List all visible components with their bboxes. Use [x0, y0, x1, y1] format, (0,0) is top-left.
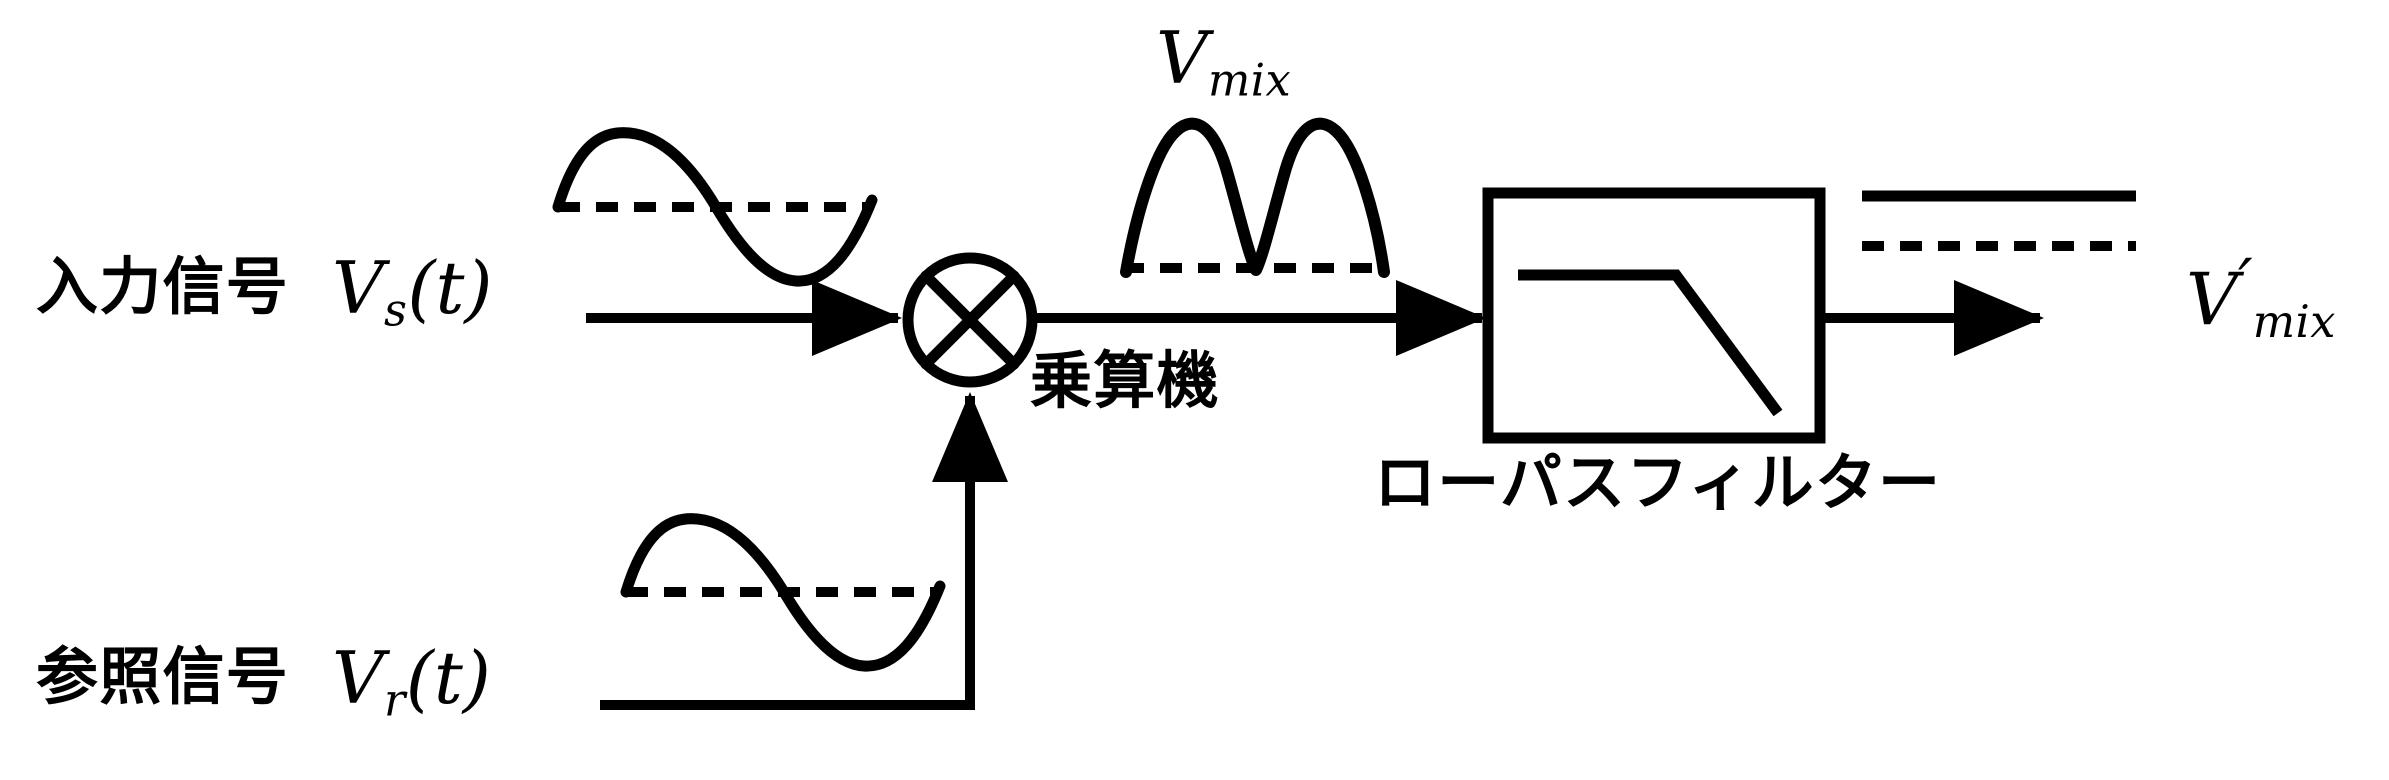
output-signal-symbol-sub: mix	[2252, 295, 2336, 348]
mixed-rectified-waveform	[1120, 117, 1390, 278]
reference-signal-symbol-sub: r	[384, 674, 406, 727]
reference-signal-symbol-arg: (t)	[405, 636, 491, 720]
input-signal-symbol-sub: s	[384, 284, 408, 337]
output-signal-symbol: V′mix	[2186, 251, 2336, 348]
multiplier-node[interactable]	[902, 252, 1038, 388]
output-signal-symbol-base: V	[2186, 257, 2238, 342]
input-sine-waveform	[552, 127, 878, 287]
low-pass-filter-label: ローパスフィルター	[1374, 446, 1942, 519]
mixed-waveform-curve	[1120, 117, 1390, 278]
multiplier-label: 乗算機	[1030, 344, 1220, 417]
mixed-signal-symbol: Vmix	[1156, 22, 1291, 103]
input-signal-symbol: Vs(t)	[332, 252, 492, 333]
input-sine-curve	[552, 127, 878, 287]
input-signal-label: 入力信号	[36, 250, 289, 323]
reference-signal-symbol-base: V	[332, 636, 384, 720]
input-signal-symbol-base: V	[332, 246, 384, 330]
low-pass-response-curve	[1518, 269, 1783, 417]
mixed-signal-symbol-sub: mix	[1208, 54, 1292, 107]
mixed-signal-symbol-base: V	[1156, 16, 1208, 100]
multiplier-x-stroke-2	[920, 270, 1020, 370]
output-dc-waveform	[1862, 190, 2136, 251]
reference-signal-label: 参照信号	[36, 640, 289, 713]
output-signal-symbol-prime: ′	[2238, 246, 2253, 321]
low-pass-filter-block[interactable]	[1482, 187, 1826, 444]
reference-signal-symbol: Vr(t)	[332, 642, 491, 723]
input-signal-symbol-arg: (t)	[407, 246, 493, 330]
reference-signal-path	[600, 392, 1008, 710]
reference-sine-waveform	[620, 513, 946, 672]
reference-sine-curve	[620, 513, 946, 672]
